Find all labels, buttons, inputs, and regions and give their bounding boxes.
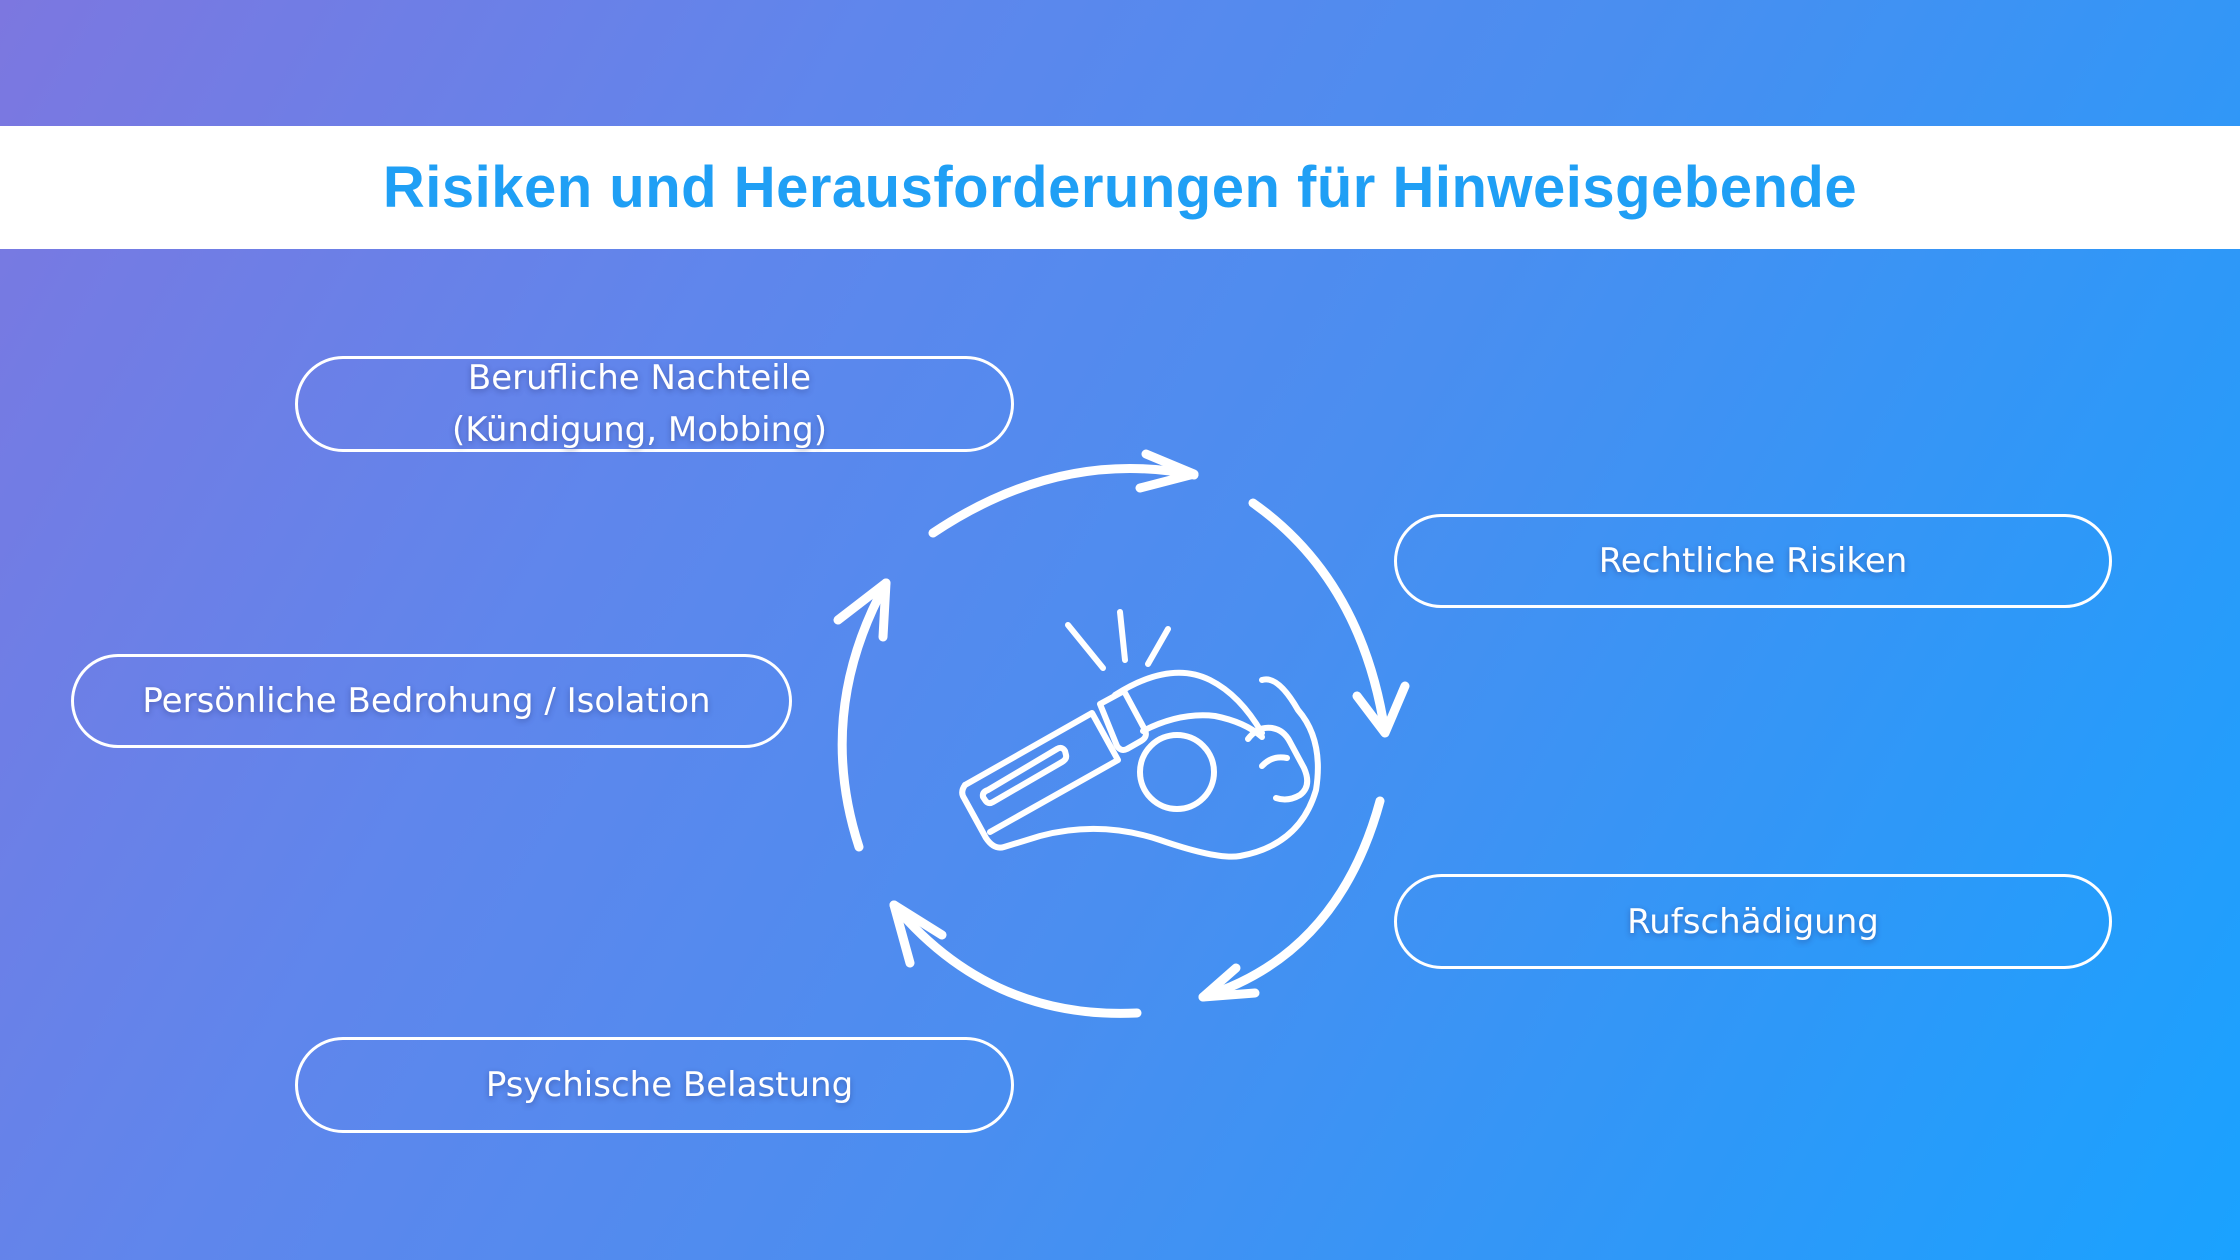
risk-item-label: Rechtliche Risiken bbox=[1598, 541, 1908, 581]
risk-item-rechtliche-risiken: Rechtliche Risiken bbox=[1394, 514, 2112, 608]
risk-item-label-line2: (Kündigung, Mobbing) bbox=[451, 410, 827, 450]
page-title: Risiken und Herausforderungen für Hinwei… bbox=[382, 155, 1858, 220]
title-band: Risiken und Herausforderungen für Hinwei… bbox=[0, 126, 2240, 249]
circular-arrows-icon bbox=[833, 449, 1410, 1018]
risk-item-berufliche-nachteile: Berufliche Nachteile (Kündigung, Mobbing… bbox=[295, 356, 1014, 452]
risk-item-persoenliche-bedrohung: Persönliche Bedrohung / Isolation bbox=[71, 654, 792, 748]
whistle-icon bbox=[959, 609, 1321, 860]
risk-item-label: Psychische Belastung bbox=[485, 1065, 854, 1105]
risk-item-label-line1: Berufliche Nachteile bbox=[467, 358, 812, 398]
risk-item-psychische-belastung: Psychische Belastung bbox=[295, 1037, 1014, 1133]
risk-item-label: Persönliche Bedrohung / Isolation bbox=[142, 681, 711, 721]
risk-item-label: Rufschädigung bbox=[1627, 901, 1879, 942]
risk-item-rufschaedigung: Rufschädigung bbox=[1394, 874, 2112, 969]
